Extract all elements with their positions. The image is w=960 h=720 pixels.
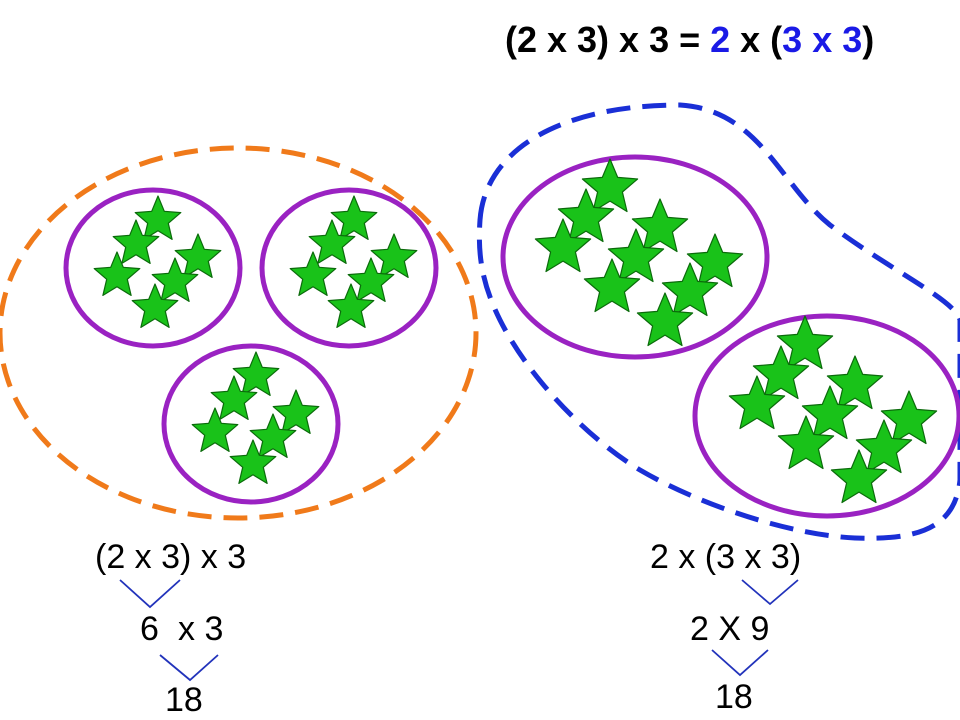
purple-ring-4 bbox=[500, 154, 770, 360]
left-step-6: 6 bbox=[140, 610, 159, 648]
left-expression: (2 x 3) x 3 bbox=[95, 538, 247, 576]
star-icon-17 bbox=[249, 413, 297, 458]
title-left-side: (2 x 3) x 3 = bbox=[505, 19, 711, 60]
right-step-2x9: 2 X 9 bbox=[690, 610, 770, 648]
star-icon-3 bbox=[174, 233, 222, 278]
star-icon-23 bbox=[607, 228, 665, 283]
star-icon-5 bbox=[151, 257, 199, 302]
star-objects bbox=[93, 158, 938, 504]
star-icon-22 bbox=[534, 218, 592, 273]
right-result: 18 bbox=[715, 678, 753, 716]
star-icon-30 bbox=[826, 355, 884, 410]
star-icon-33 bbox=[880, 390, 938, 445]
star-icon-4 bbox=[93, 251, 141, 296]
title-times-paren: x ( bbox=[730, 19, 783, 60]
star-icon-32 bbox=[801, 385, 859, 440]
purple-ring-3 bbox=[161, 343, 341, 505]
left-step-x3: x 3 bbox=[178, 610, 224, 648]
purple-ring-1 bbox=[63, 187, 243, 349]
star-icon-31 bbox=[728, 375, 786, 430]
bracket-line-3 bbox=[741, 579, 799, 606]
equation-title: (2 x 3) x 3 = 2 x (3 x 3) bbox=[505, 22, 874, 58]
star-icon-1 bbox=[134, 195, 182, 240]
bracket-line-1 bbox=[119, 579, 181, 609]
star-icon-13 bbox=[232, 351, 280, 396]
star-icon-10 bbox=[289, 251, 337, 296]
star-icon-21 bbox=[631, 198, 689, 253]
star-icon-16 bbox=[191, 407, 239, 452]
star-icon-2 bbox=[112, 219, 160, 264]
star-icon-14 bbox=[210, 375, 258, 420]
left-result: 18 bbox=[165, 681, 203, 719]
star-icon-18 bbox=[229, 439, 277, 484]
star-icon-34 bbox=[777, 415, 835, 470]
star-icon-7 bbox=[330, 195, 378, 240]
star-icon-26 bbox=[661, 262, 719, 317]
star-icon-35 bbox=[855, 419, 913, 474]
star-icon-20 bbox=[557, 188, 615, 243]
star-icon-29 bbox=[752, 345, 810, 400]
star-icon-28 bbox=[776, 315, 834, 370]
star-icon-11 bbox=[347, 257, 395, 302]
star-icon-12 bbox=[327, 283, 375, 328]
bracket-line-4 bbox=[711, 649, 769, 677]
star-icon-9 bbox=[370, 233, 418, 278]
calculation-brackets bbox=[119, 579, 799, 682]
star-icon-15 bbox=[272, 389, 320, 434]
blue-dashed-group bbox=[476, 102, 960, 541]
bracket-line-2 bbox=[159, 654, 219, 682]
purple-ring-5 bbox=[692, 313, 960, 519]
star-icon-24 bbox=[686, 233, 744, 288]
star-icon-25 bbox=[583, 258, 641, 313]
star-icon-19 bbox=[581, 158, 639, 213]
title-highlight-2: 2 bbox=[710, 19, 731, 60]
star-icon-6 bbox=[131, 283, 179, 328]
star-icon-8 bbox=[308, 219, 356, 264]
purple-group-rings bbox=[63, 154, 960, 519]
purple-ring-2 bbox=[259, 187, 439, 349]
star-icon-27 bbox=[636, 292, 694, 347]
star-icon-36 bbox=[830, 449, 888, 504]
right-expression: 2 x (3 x 3) bbox=[650, 538, 802, 576]
title-close-paren: ) bbox=[862, 19, 875, 60]
title-highlight-3x3: 3 x 3 bbox=[782, 19, 863, 60]
orange-dashed-group bbox=[0, 145, 479, 521]
